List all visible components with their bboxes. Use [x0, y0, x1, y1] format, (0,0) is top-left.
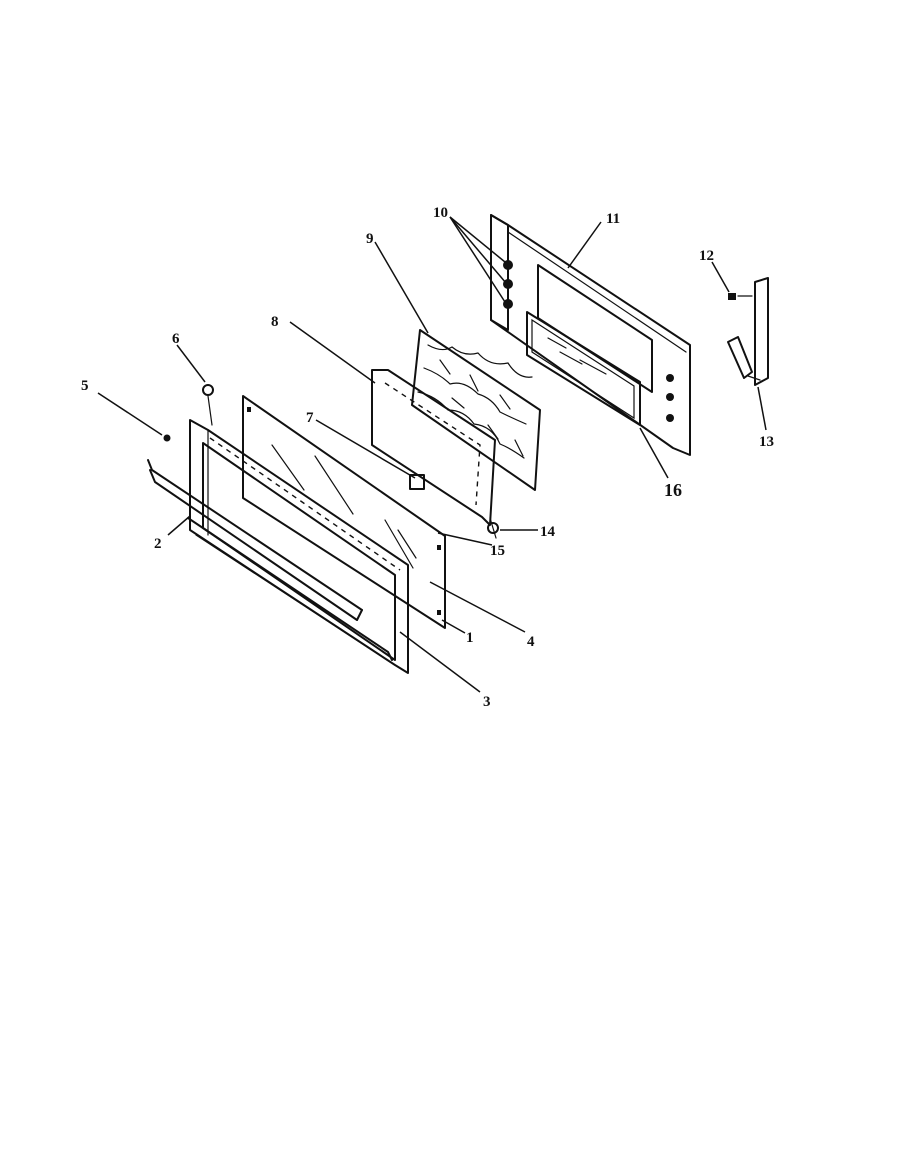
callout-5: 5 — [81, 378, 89, 394]
part-11-door-back-panel — [490, 214, 691, 456]
part-1-lower-trim — [187, 517, 393, 663]
callout-13: 13 — [759, 434, 774, 450]
part-12-screw — [728, 293, 753, 300]
part-6-hinge-pin — [202, 384, 214, 426]
part-13-hinge-arm — [727, 277, 769, 386]
part-5-screw — [163, 434, 171, 442]
callout-labels: 1 2 3 4 5 6 7 8 9 10 11 12 13 14 15 16 — [81, 205, 774, 710]
callout-6: 6 — [172, 331, 180, 347]
callout-11: 11 — [606, 211, 620, 227]
callout-15: 15 — [490, 543, 505, 559]
part-14-15-hardware — [487, 517, 499, 539]
part-16-inner-glass — [526, 311, 641, 426]
callout-12: 12 — [699, 248, 714, 264]
part-7-bracket — [409, 474, 425, 490]
callout-7: 7 — [306, 410, 314, 426]
part-9-insulation — [411, 329, 541, 491]
callout-9: 9 — [366, 231, 374, 247]
callout-3: 3 — [483, 694, 491, 710]
part-2-handle — [147, 459, 363, 621]
callout-10: 10 — [433, 205, 448, 221]
callout-1: 1 — [466, 630, 474, 646]
part-4-door-glass — [242, 395, 446, 629]
callout-8: 8 — [271, 314, 279, 330]
callout-4: 4 — [527, 634, 535, 650]
part-3-door-frame — [189, 419, 409, 674]
callout-14: 14 — [540, 524, 556, 540]
leader-lines — [97, 216, 767, 693]
callout-2: 2 — [154, 536, 162, 552]
callout-16: 16 — [664, 480, 682, 500]
